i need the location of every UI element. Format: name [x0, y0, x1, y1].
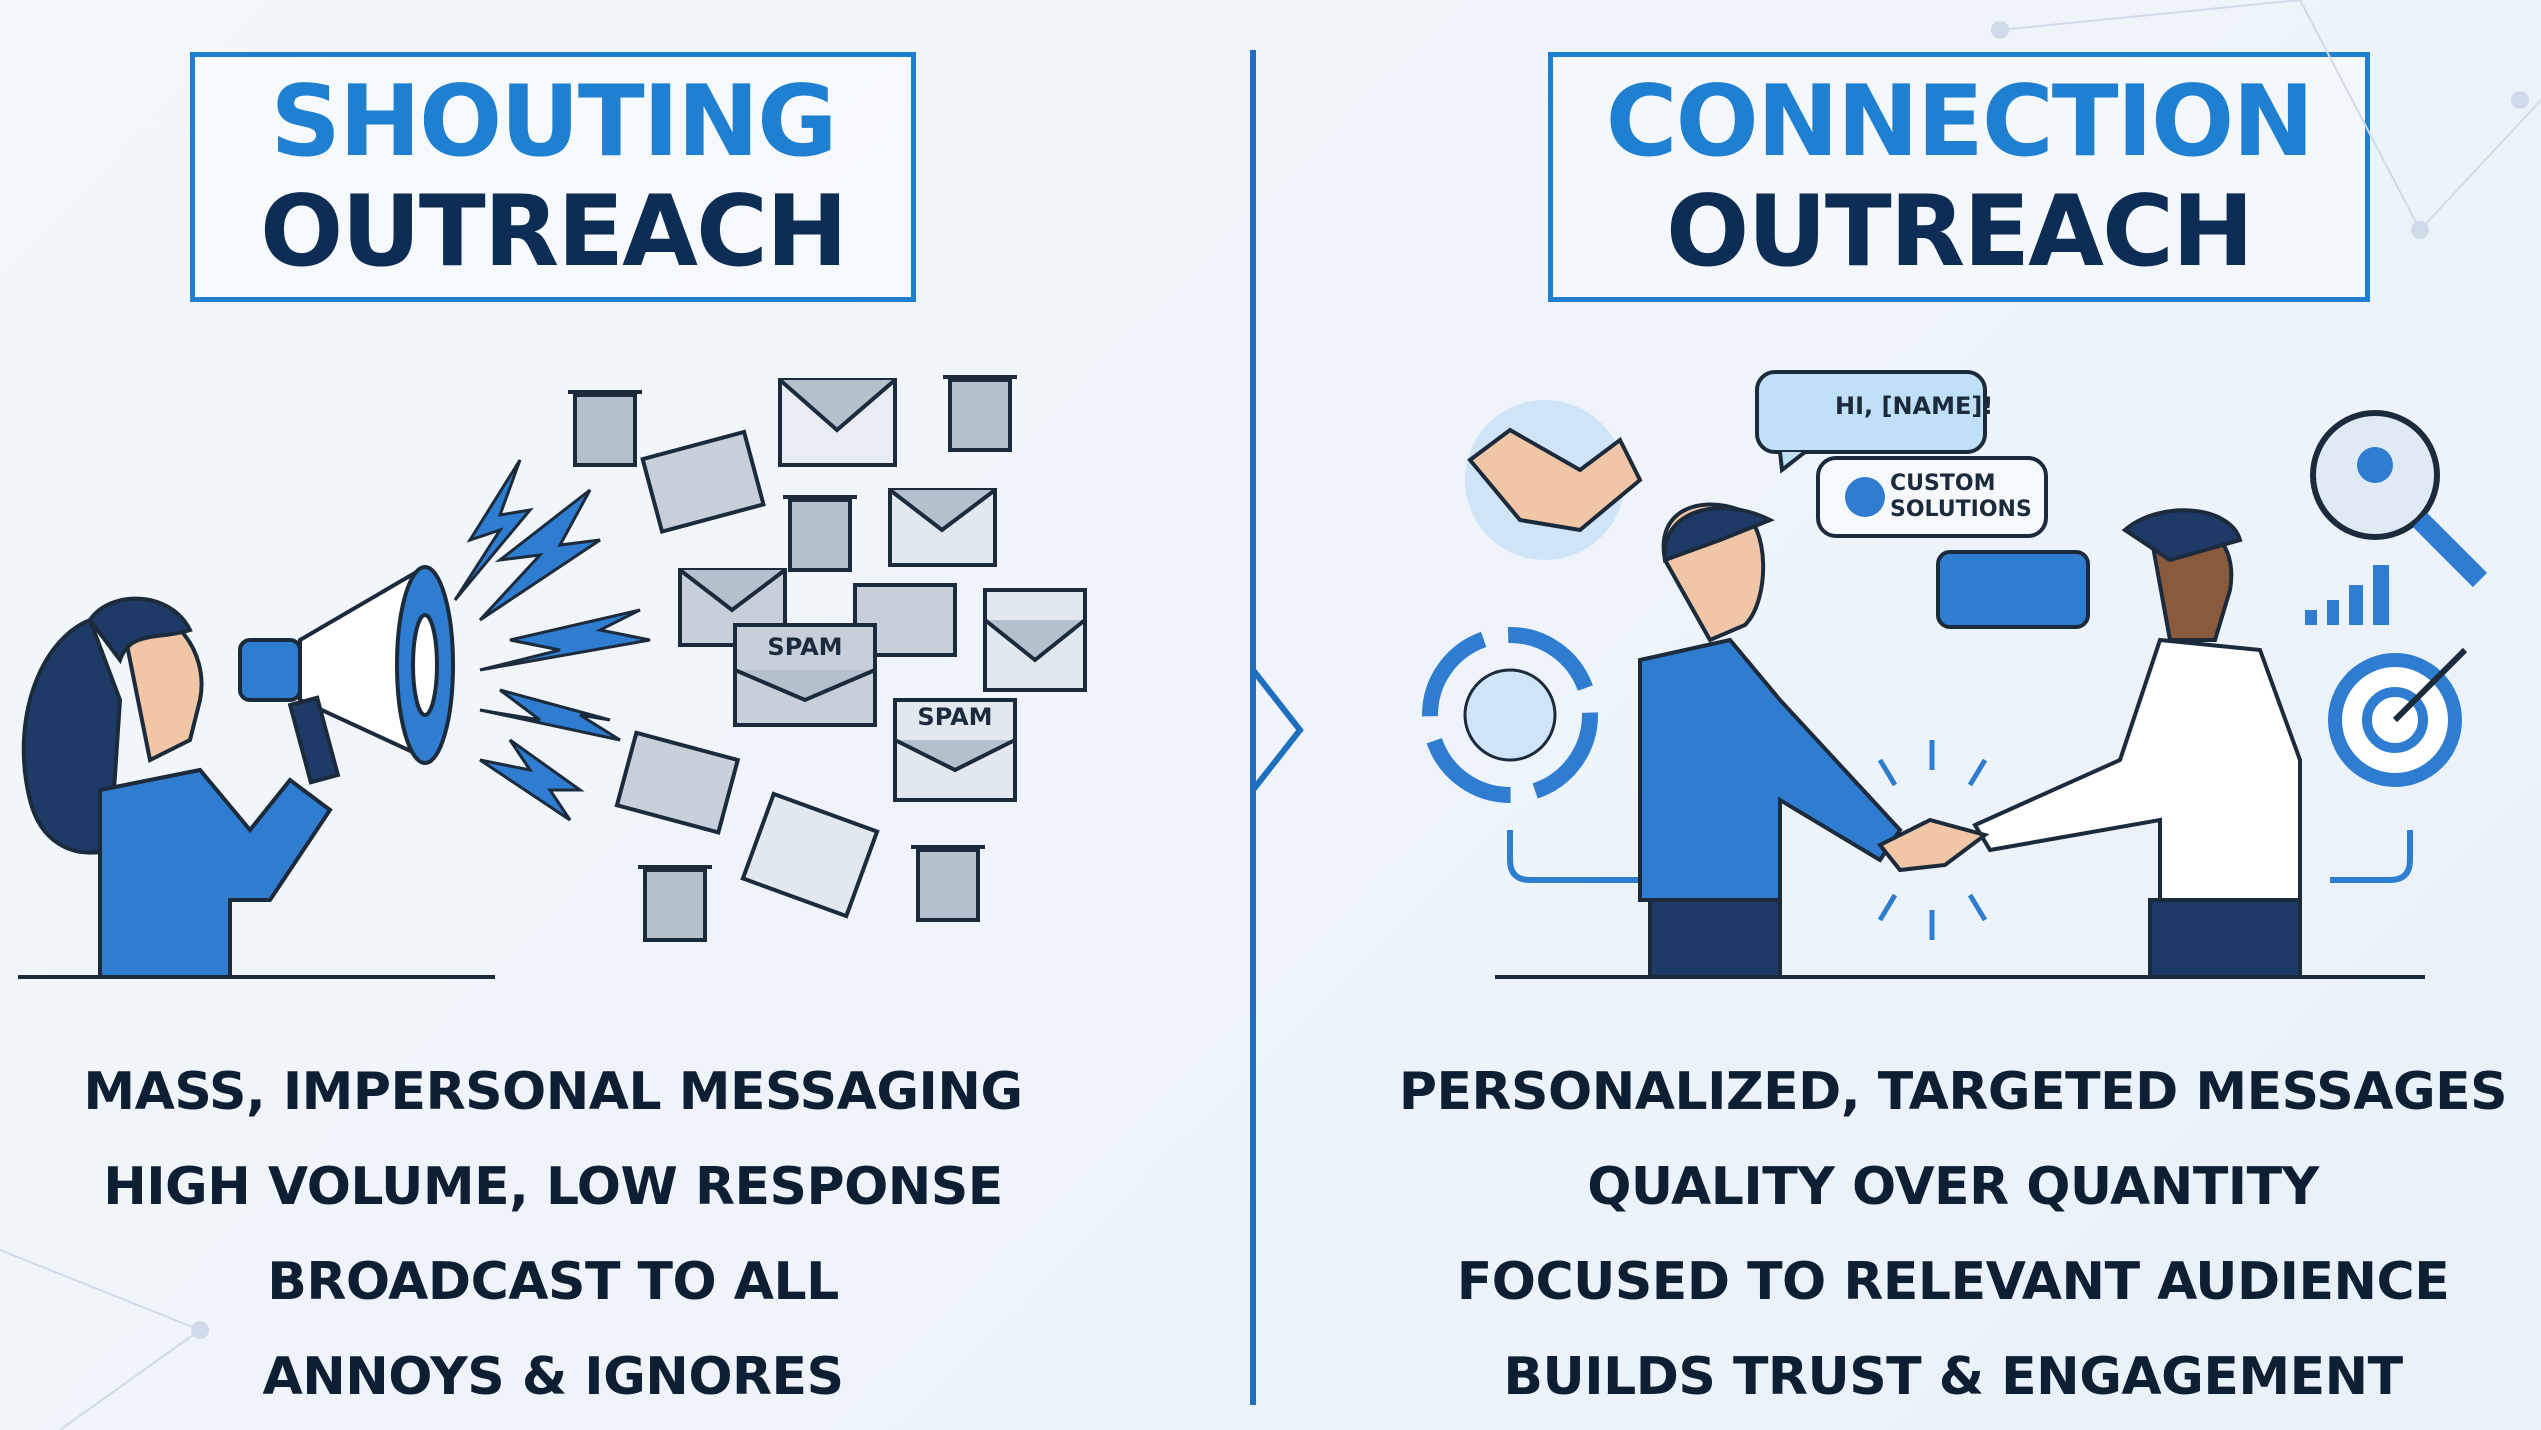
- team-circle-icon: [1422, 627, 1598, 803]
- connection-bullets: PERSONALIZED, TARGETED MESSAGES QUALITY …: [1365, 1045, 2541, 1425]
- target-icon: [2328, 647, 2468, 787]
- magnifier-people-icon: [2310, 410, 2488, 588]
- bullet: BUILDS TRUST & ENGAGEMENT: [1503, 1347, 2403, 1407]
- trash-icon: [943, 375, 1017, 452]
- user-chat-icon: [1936, 550, 2090, 629]
- bullet: MASS, IMPERSONAL MESSAGING: [83, 1062, 1023, 1122]
- bullet: QUALITY OVER QUANTITY: [1587, 1157, 2319, 1217]
- trash-icon: [783, 495, 857, 572]
- bullet: FOCUSED TO RELEVANT AUDIENCE: [1456, 1252, 2450, 1312]
- bubble-custom-line2: SOLUTIONS: [1890, 497, 2032, 522]
- lightning-icon: [453, 459, 651, 822]
- center-divider: [1250, 50, 1256, 1405]
- man-in-white: [1972, 508, 2302, 979]
- title-line-1: SHOUTING: [270, 65, 837, 179]
- bullet: HIGH VOLUME, LOW RESPONSE: [103, 1157, 1003, 1217]
- shouting-outreach-title: SHOUTING OUTREACH: [190, 52, 916, 302]
- man-in-blue: [1638, 502, 1903, 979]
- chat-bubble-icon: [1755, 370, 1987, 474]
- envelope-icon: [678, 568, 787, 647]
- greeting-bubble-text: HI, [NAME]!: [1835, 392, 1993, 420]
- envelope-icon: [778, 378, 897, 467]
- user-icon: [1845, 477, 1885, 517]
- custom-solutions-bubble: [1816, 456, 2048, 538]
- bubble-custom-line1: CUSTOM: [1890, 471, 1995, 496]
- handshake-icon: [1465, 400, 1643, 560]
- bullet: BROADCAST TO ALL: [267, 1252, 839, 1312]
- title-line-2: OUTREACH: [1666, 175, 2254, 289]
- envelope-icon: [740, 791, 880, 919]
- spam-label: SPAM: [917, 703, 992, 731]
- trash-icon: [911, 845, 985, 922]
- handshake: [1876, 817, 1990, 873]
- envelope-icon: [983, 588, 1087, 692]
- bullet: ANNOYS & IGNORES: [262, 1347, 844, 1407]
- trash-icon: [568, 390, 642, 467]
- envelope-icons: [614, 378, 1087, 919]
- envelope-spam: [733, 623, 877, 727]
- title-line-2: OUTREACH: [260, 175, 848, 289]
- bar-chart-icon: [2305, 565, 2389, 625]
- woman-with-megaphone: [21, 565, 455, 979]
- envelope-icon: [640, 429, 766, 535]
- sparkle-lines: [1877, 740, 1988, 940]
- envelope-spam: [893, 698, 1017, 802]
- connection-bracket: [1507, 830, 2413, 883]
- envelope-icon: [888, 488, 997, 567]
- spam-label: SPAM: [767, 633, 842, 661]
- envelope-icon: [614, 730, 741, 835]
- trash-icon: [638, 865, 712, 942]
- bullet: PERSONALIZED, TARGETED MESSAGES: [1398, 1062, 2508, 1122]
- shouting-bullets: MASS, IMPERSONAL MESSAGING HIGH VOLUME, …: [0, 1045, 1106, 1425]
- title-line-1: CONNECTION: [1605, 65, 2315, 179]
- connection-outreach-title: CONNECTION OUTREACH: [1548, 52, 2370, 302]
- chevron-right-icon: [1250, 668, 1304, 792]
